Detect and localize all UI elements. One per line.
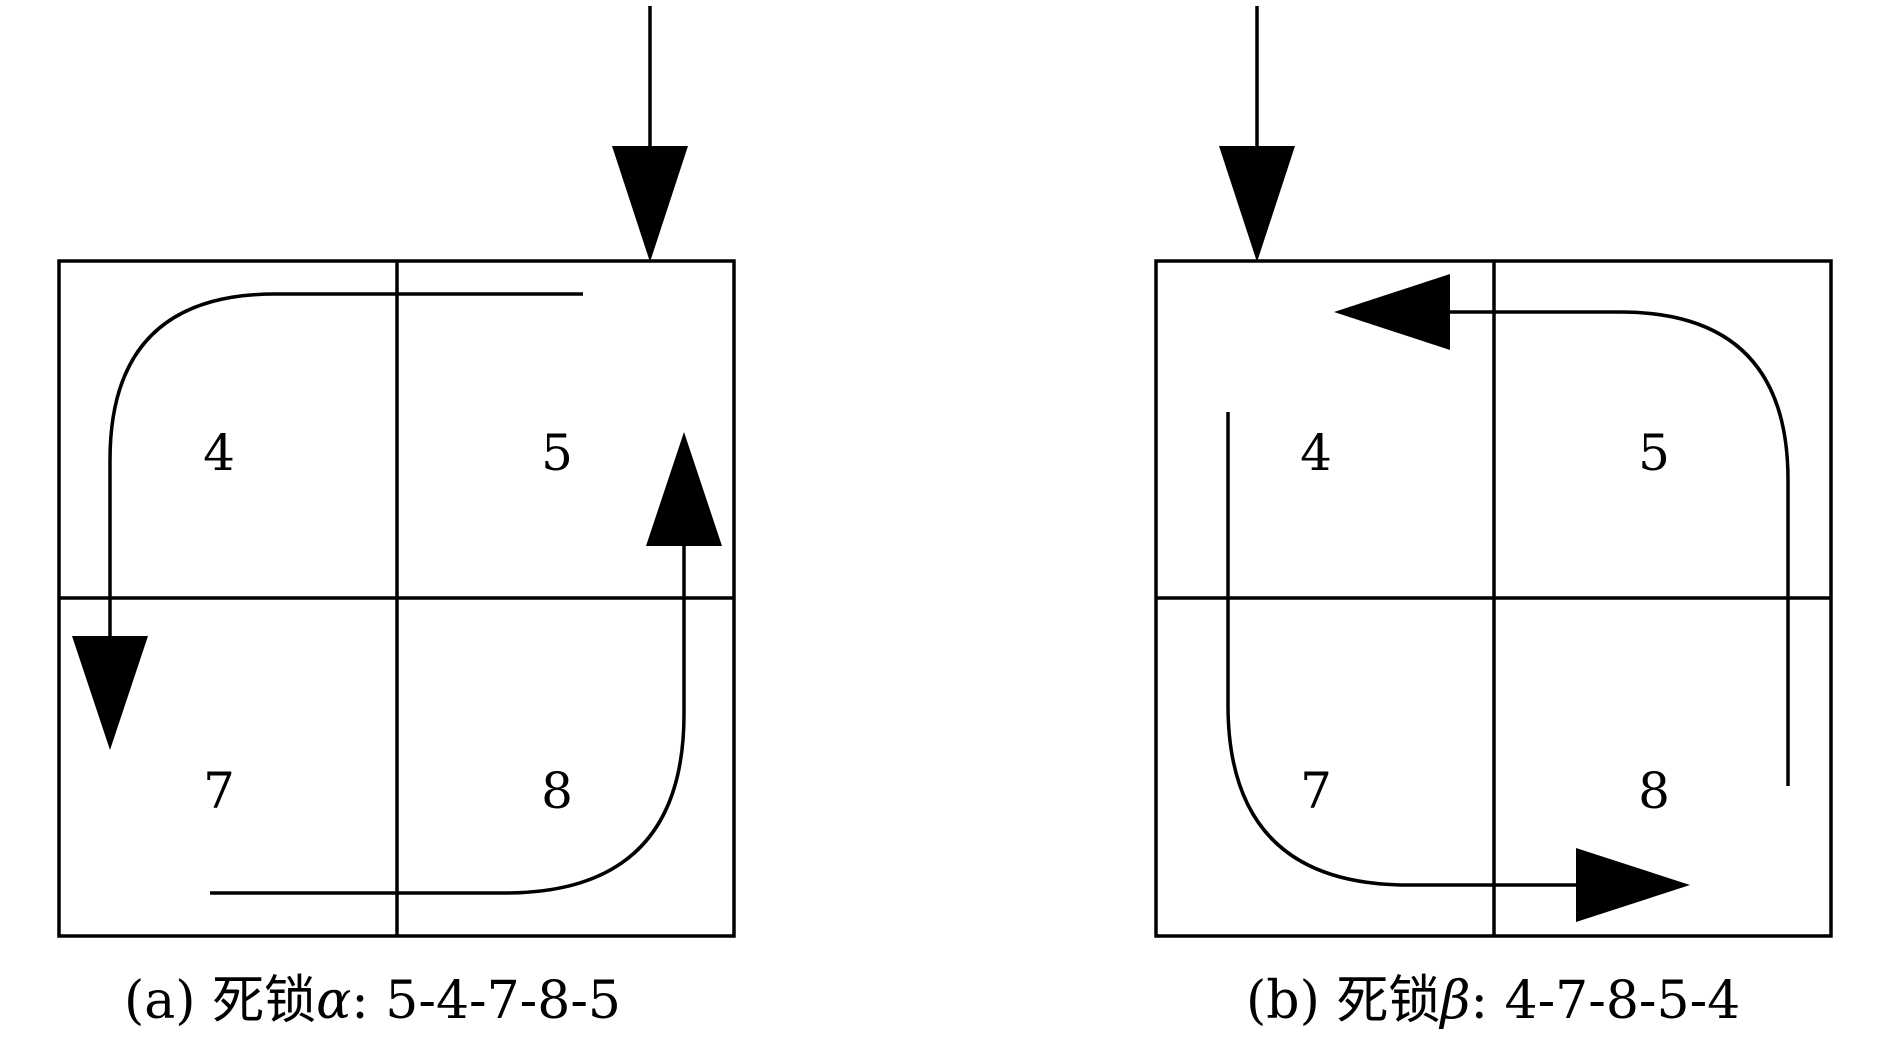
figure-b-entry-arrow-head <box>1219 146 1295 262</box>
figure-a-path-5-4-7-arrow-head <box>72 636 148 750</box>
figure-a-path-7-8-5 <box>210 542 686 895</box>
figure-b-path-4-7-8 <box>1226 412 1580 887</box>
figure-a: 4 5 7 8 <box>57 6 736 938</box>
figure-a-caption-symbol: α <box>316 971 351 1031</box>
figure-b-caption-prefix: (b) 死锁 <box>1246 971 1440 1031</box>
figure-a-cell-7: 7 <box>203 762 235 820</box>
figure-b-path-4-7-8-arrow-head <box>1576 848 1690 922</box>
figure-b-cell-7: 7 <box>1300 762 1332 820</box>
figure-a-caption: (a) 死锁α: 5-4-7-8-5 <box>124 971 621 1031</box>
figure-a-entry-arrow-head <box>612 146 688 262</box>
figure-b: 4 5 7 8 <box>1154 6 1833 938</box>
figure-b-caption-sequence: : 4-7-8-5-4 <box>1470 971 1740 1031</box>
figure-a-cell-4: 4 <box>203 424 235 482</box>
figure-b-caption: (b) 死锁β: 4-7-8-5-4 <box>1246 971 1740 1031</box>
figure-b-cell-4: 4 <box>1300 424 1332 482</box>
figure-a-path-5-4-7 <box>108 292 583 640</box>
figure-b-path-8-5-4 <box>1446 310 1790 786</box>
figure-b-cell-5: 5 <box>1638 424 1670 482</box>
figure-b-path-8-5-4-arrow-head <box>1334 274 1450 350</box>
figure-a-path-7-8-5-arrow-head <box>646 432 722 546</box>
figure-a-cell-8: 8 <box>541 762 573 820</box>
figure-a-caption-sequence: : 5-4-7-8-5 <box>351 971 621 1031</box>
figure-a-caption-prefix: (a) 死锁 <box>124 971 316 1031</box>
figure-b-cell-8: 8 <box>1638 762 1670 820</box>
figure-b-caption-symbol: β <box>1438 971 1470 1031</box>
figure-a-cell-5: 5 <box>541 424 573 482</box>
